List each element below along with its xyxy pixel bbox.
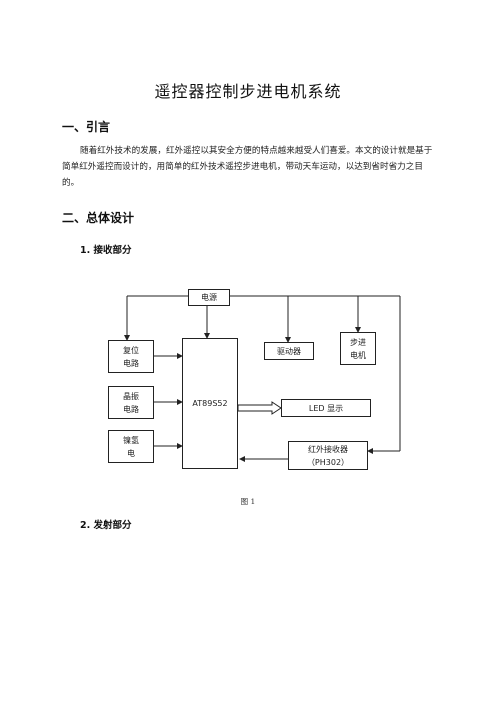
power-box: 电源 [188,289,230,306]
mcu-box: AT89S52 [182,338,238,469]
reset-circuit-box: 复位 电路 [108,340,154,373]
section-heading-design: 二、总体设计 [62,211,135,225]
subheading-receiver: 1. 接收部分 [80,245,132,256]
crystal-circuit-box: 晶振 电路 [108,386,154,419]
document-title: 遥控器控制步进电机系统 [154,82,342,101]
section-heading-intro: 一、引言 [62,120,111,134]
subheading-transmitter: 2. 发射部分 [80,520,132,531]
stepper-motor-box: 步进 电机 [340,332,376,365]
ir-receiver-box: 红外接收器 （PH302） [288,441,368,470]
battery-box: 镍氢 电 [108,430,154,463]
intro-paragraph: 随着红外技术的发展，红外遥控以其安全方便的特点越来越受人们喜爱。本文的设计就是基… [62,146,433,188]
led-display-box: LED 显示 [281,399,371,417]
mcu-to-led-arrow [237,401,282,415]
driver-box: 驱动器 [264,342,314,360]
figure-caption: 图 1 [240,497,256,506]
